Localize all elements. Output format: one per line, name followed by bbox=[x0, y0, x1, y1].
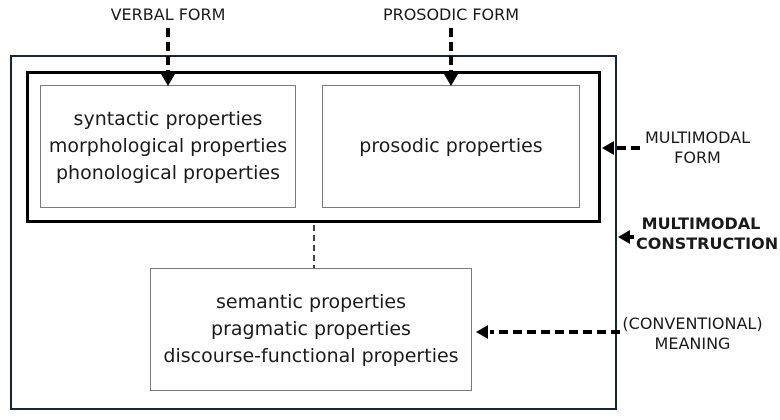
phonological-properties-text: phonological properties bbox=[55, 162, 280, 184]
arrow-down-icon bbox=[161, 28, 175, 86]
arrow-left-icon bbox=[618, 230, 634, 244]
multimodal-construction-label-line2: CONSTRUCTION bbox=[636, 234, 779, 253]
arrow-left-icon bbox=[602, 141, 640, 155]
prosodic-form-label: PROSODIC FORM bbox=[382, 5, 520, 24]
morphological-properties-text: morphological properties bbox=[48, 135, 288, 157]
pragmatic-properties-text: pragmatic properties bbox=[211, 318, 411, 340]
multimodal-form-label-line1: MULTIMODAL bbox=[644, 128, 750, 147]
arrow-down-icon bbox=[444, 28, 458, 86]
multimodal-construction-label: MULTIMODAL CONSTRUCTION bbox=[636, 214, 779, 254]
semantic-properties-text: semantic properties bbox=[216, 291, 406, 313]
multimodal-construction-label-line1: MULTIMODAL bbox=[641, 214, 761, 233]
prosodic-properties-text: prosodic properties bbox=[359, 135, 543, 157]
discourse-functional-properties-text: discourse-functional properties bbox=[163, 345, 459, 367]
syntactic-properties-text: syntactic properties bbox=[73, 108, 263, 130]
conventional-meaning-label: (CONVENTIONAL) MEANING bbox=[620, 314, 765, 354]
arrow-left-icon bbox=[476, 325, 620, 339]
multimodal-form-label: MULTIMODAL FORM bbox=[640, 128, 755, 168]
verbal-properties-box: syntactic properties morphological prope… bbox=[40, 85, 296, 208]
conventional-meaning-label-line1: (CONVENTIONAL) bbox=[622, 314, 763, 333]
multimodal-form-label-line2: FORM bbox=[674, 148, 721, 167]
multimodal-form-box bbox=[26, 71, 601, 223]
prosodic-properties-box: prosodic properties bbox=[322, 85, 580, 208]
meaning-properties-box: semantic properties pragmatic properties… bbox=[150, 268, 472, 391]
verbal-form-label: VERBAL FORM bbox=[110, 5, 226, 24]
multimodal-construction-box bbox=[10, 55, 617, 410]
conventional-meaning-label-line2: MEANING bbox=[654, 334, 731, 353]
